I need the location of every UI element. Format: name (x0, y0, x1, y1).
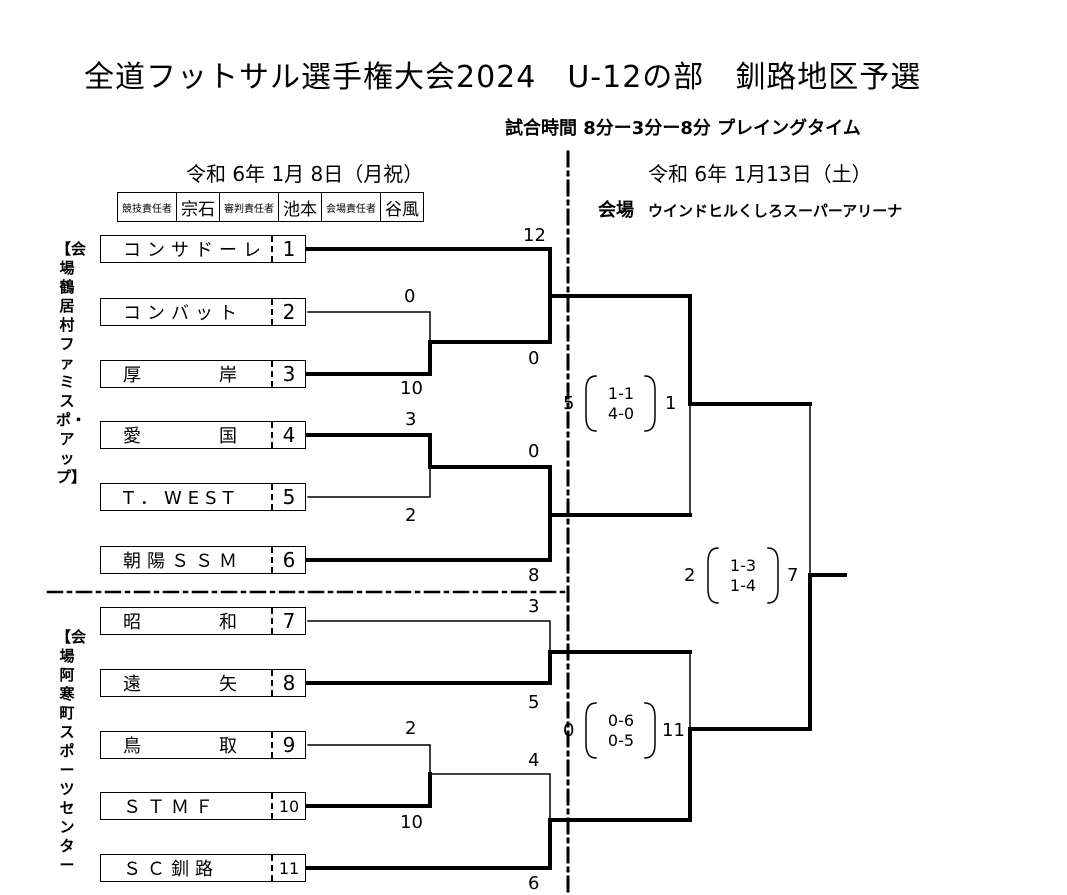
staff-role: 会場責任者 (322, 193, 381, 221)
pk-bracket-left (585, 375, 597, 432)
staff-role: 審判責任者 (220, 193, 279, 221)
bracket-line (808, 573, 847, 731)
score: 4 (528, 750, 540, 771)
team-number: 3 (271, 361, 305, 387)
bracket-line (428, 465, 552, 517)
staff-name: 谷風 (385, 199, 419, 220)
staff-table: 競技責任者 宗石 審判責任者 池本 会場責任者 谷風 (117, 192, 424, 222)
pk-result: 1-3 1-4 (722, 556, 764, 596)
score: 8 (528, 565, 540, 586)
team-box: 鳥 取 9 (100, 731, 306, 759)
score: 2 (405, 718, 417, 739)
team-box: コンサドーレ 1 (100, 235, 306, 263)
pk-line: 1-4 (729, 576, 757, 595)
score: 10 (400, 378, 423, 399)
bracket-line (306, 513, 552, 562)
score: 3 (405, 409, 417, 430)
team-number: 4 (271, 422, 305, 448)
team-number: 8 (271, 670, 305, 696)
team-box: 朝陽ＳＳＭ 6 (100, 546, 306, 574)
bracket-line (306, 433, 432, 469)
score: 5 (563, 393, 575, 414)
score: 2 (684, 565, 696, 586)
match-time: 試合時間 8分ー3分ー8分 プレイングタイム (505, 118, 861, 139)
score: 0 (563, 720, 575, 741)
score: 5 (528, 692, 540, 713)
bracket-line (307, 744, 431, 775)
team-name: 朝陽ＳＳＭ (123, 551, 243, 572)
staff-role: 競技責任者 (118, 193, 177, 221)
team-number: 2 (271, 299, 305, 325)
team-name: 遠 矢 (123, 674, 243, 695)
team-number: 9 (271, 732, 305, 758)
team-box: T．WEST 5 (100, 483, 306, 511)
score: 11 (662, 720, 685, 741)
bracket-line (306, 772, 432, 808)
score: 0 (528, 441, 540, 462)
page-title: 全道フットサル選手権大会2024 U-12の部 釧路地区予選 (84, 60, 922, 95)
score: 2 (405, 505, 417, 526)
bracket-line (307, 311, 431, 343)
team-box: 愛 国 4 (100, 421, 306, 449)
venue-name: ウインドヒルくしろスーパーアリーナ (648, 202, 903, 220)
score: 0 (528, 348, 540, 369)
bracket-line (306, 650, 552, 685)
score: 0 (404, 286, 416, 307)
pk-result: 1-1 4-0 (600, 384, 642, 424)
pk-bracket-left (585, 702, 597, 759)
team-number: 7 (271, 608, 305, 634)
pk-bracket-right (644, 375, 656, 432)
day2-date: 令和 6年 1月13日（土） (648, 162, 872, 186)
score: 12 (523, 225, 546, 246)
staff-name: 宗石 (177, 193, 220, 221)
team-number: 5 (271, 484, 305, 510)
team-name: ＳＣ釧路 (123, 859, 219, 880)
team-number: 10 (271, 793, 305, 819)
bracket-line (429, 773, 551, 821)
pk-bracket-left (707, 547, 719, 604)
team-number: 1 (271, 236, 305, 262)
team-name: コンサドーレ (123, 240, 267, 261)
pk-result: 0-6 0-5 (600, 711, 642, 751)
team-box: 昭 和 7 (100, 607, 306, 635)
bracket-line (306, 340, 552, 376)
pk-bracket-right (767, 547, 779, 604)
team-box: 遠 矢 8 (100, 669, 306, 697)
pk-line: 1-1 (607, 384, 635, 403)
score: 10 (400, 812, 423, 833)
team-name: 昭 和 (123, 612, 243, 633)
team-name: ＳＴＭＦ (123, 797, 219, 818)
team-box: 厚 岸 3 (100, 360, 306, 388)
team-name: コンバット (123, 303, 243, 324)
team-number: 11 (271, 855, 305, 881)
team-name: 鳥 取 (123, 736, 243, 757)
team-name: 愛 国 (123, 426, 243, 447)
day1-date: 令和 6年 1月 8日（月祝） (186, 162, 424, 186)
pk-line: 0-6 (607, 711, 635, 730)
team-number: 6 (271, 547, 305, 573)
team-box: コンバット 2 (100, 298, 306, 326)
venue-b-label: 【会場 阿寒町スポーツセンター (56, 628, 87, 874)
bracket-line (306, 247, 552, 298)
score: 7 (787, 565, 799, 586)
team-box: ＳＣ釧路 11 (100, 854, 306, 882)
venue-label: 会場 (598, 200, 634, 221)
score: 6 (528, 873, 540, 894)
pk-bracket-right (644, 702, 656, 759)
score: 1 (665, 393, 677, 414)
pk-line: 0-5 (607, 731, 635, 750)
bracket-line (307, 466, 431, 498)
day2-venue: 会場ウインドヒルくしろスーパーアリーナ (598, 196, 902, 222)
bracket-line (307, 620, 551, 653)
pk-line: 1-3 (729, 556, 757, 575)
team-box: ＳＴＭＦ 10 (100, 792, 306, 820)
team-name: 厚 岸 (123, 365, 243, 386)
bracket-line (306, 818, 552, 870)
staff-name: 池本 (279, 193, 322, 221)
team-name: T．WEST (123, 488, 240, 509)
score: 3 (528, 596, 540, 617)
pk-line: 4-0 (607, 404, 635, 423)
